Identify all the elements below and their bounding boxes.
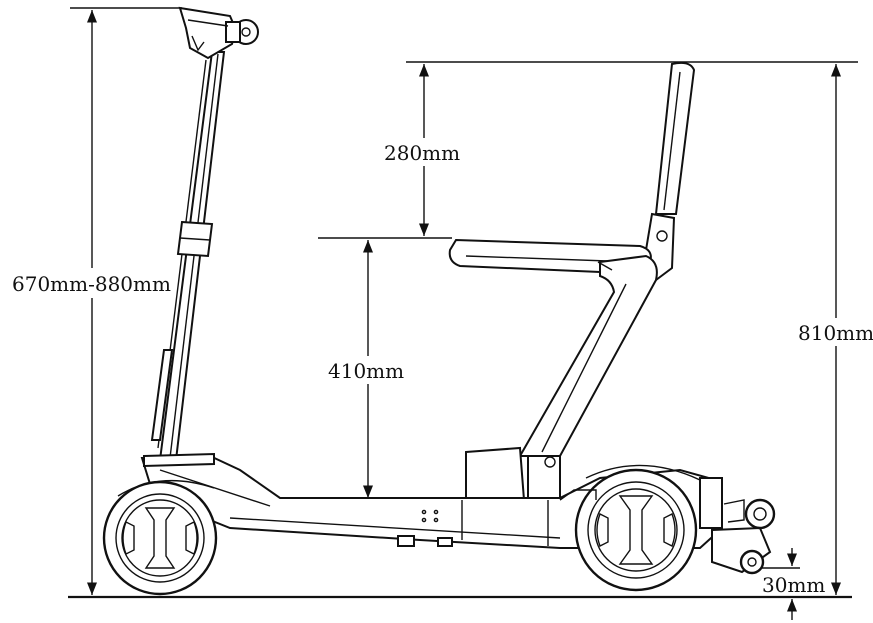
seat-backrest [642, 61, 696, 282]
seat-support-frame [518, 254, 658, 457]
rear-anti-tip-assembly [699, 477, 776, 575]
dim-ground-clearance: 30mm [760, 548, 825, 620]
label-overall-height: 810mm [798, 321, 873, 345]
label-seat-height: 410mm [328, 359, 404, 383]
seat-post-housing [465, 446, 561, 501]
front-wheel [102, 480, 218, 596]
label-ground-clearance: 30mm [762, 573, 825, 597]
dim-handlebar-height: 670mm-880mm [10, 7, 182, 595]
dim-backrest-height: 280mm [382, 61, 858, 236]
label-handlebar-height: 670mm-880mm [12, 272, 171, 296]
steering-column [150, 6, 259, 461]
dim-seat-height: 410mm [318, 237, 452, 498]
rear-wheel [574, 464, 701, 592]
deck-fittings [397, 489, 597, 547]
dim-overall-height: 810mm [796, 63, 873, 595]
label-backrest-height: 280mm [384, 141, 460, 165]
